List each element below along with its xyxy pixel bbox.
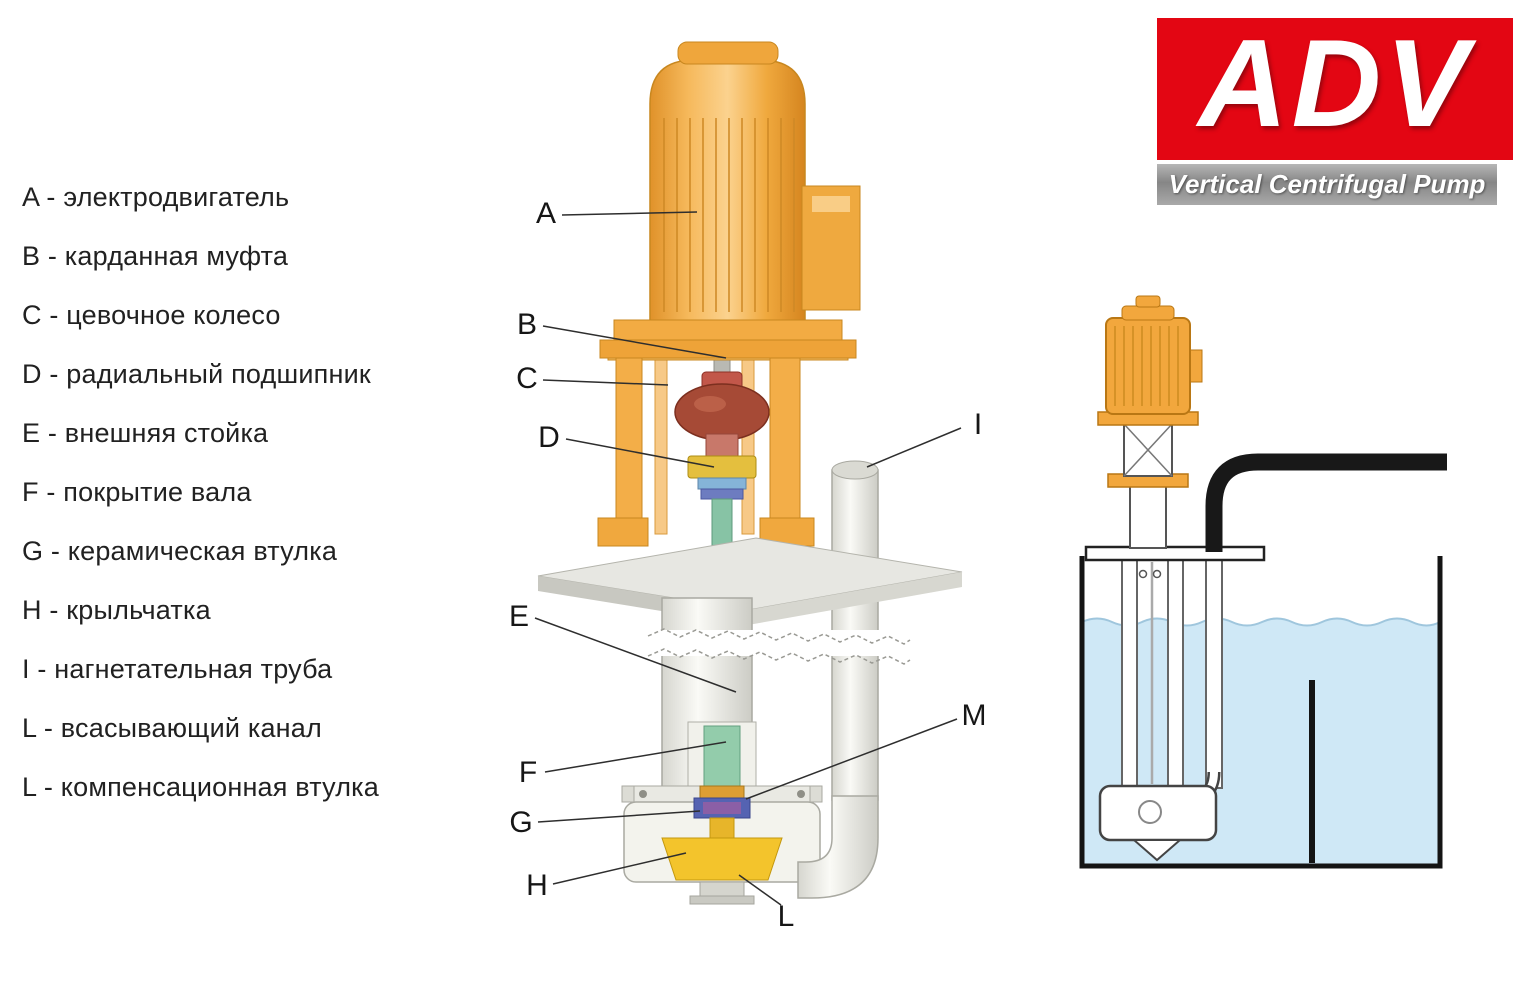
callout-m: M <box>961 699 987 732</box>
callout-a: A <box>535 197 557 230</box>
legend-item-i: I - нагнетательная труба <box>22 654 333 684</box>
section-break <box>646 628 912 665</box>
callout-e: E <box>508 600 530 633</box>
callout-b: B <box>516 308 538 341</box>
installation-diagram-artwork <box>1079 295 1447 869</box>
discharge-elbow <box>797 795 879 899</box>
callout-d: D <box>538 421 560 454</box>
callout-f: F <box>518 756 538 789</box>
pump-cutaway-artwork <box>534 41 963 906</box>
callout-h: H <box>526 869 548 902</box>
radial-bearing <box>687 455 757 479</box>
impeller <box>661 837 783 881</box>
legend-item-e: E - внешняя стойка <box>22 418 269 448</box>
callout-c: C <box>516 362 538 395</box>
motor-fins <box>663 118 795 312</box>
logo-subtitle: Vertical Centrifugal Pump <box>1157 164 1497 205</box>
compensation-bushing <box>699 785 745 799</box>
legend-item-c: C - цевочное колесо <box>22 300 281 330</box>
motor-flange <box>613 319 843 343</box>
coupling-assembly <box>674 353 770 564</box>
legend-item-l1: L - всасывающий канал <box>22 713 322 743</box>
installed-pump-casing <box>1098 784 1218 862</box>
callout-i: I <box>973 408 983 441</box>
legend-item-b: B - карданная муфта <box>22 241 289 271</box>
parts-legend: A - электродвигатель B - карданная муфта… <box>22 168 379 817</box>
legend-item-f: F - покрытие вала <box>22 477 252 507</box>
installed-motor <box>1097 295 1203 549</box>
callout-g: G <box>509 806 533 839</box>
callout-l: L <box>777 900 795 933</box>
black-discharge-pipe <box>1205 453 1447 552</box>
logo-title: ADV <box>1157 18 1513 160</box>
electric-motor <box>599 41 861 359</box>
pump-casing-assembly <box>621 721 823 905</box>
legend-item-a: A - электродвигатель <box>22 182 290 212</box>
tank-walls <box>1079 556 1443 869</box>
installed-pump-columns <box>1121 547 1223 789</box>
legend-item-g: G - керамическая втулка <box>22 536 338 566</box>
pin-wheel <box>674 383 770 441</box>
legend-item-l2: L - компенсационная втулка <box>22 772 379 802</box>
legend-item-h: H - крыльчатка <box>22 595 211 625</box>
callout-leader-lines <box>534 211 962 906</box>
adv-logo: ADV Vertical Centrifugal Pump <box>1157 18 1513 205</box>
shaft-sleeve <box>703 725 741 789</box>
legend-item-d: D - радиальный подшипник <box>22 359 371 389</box>
